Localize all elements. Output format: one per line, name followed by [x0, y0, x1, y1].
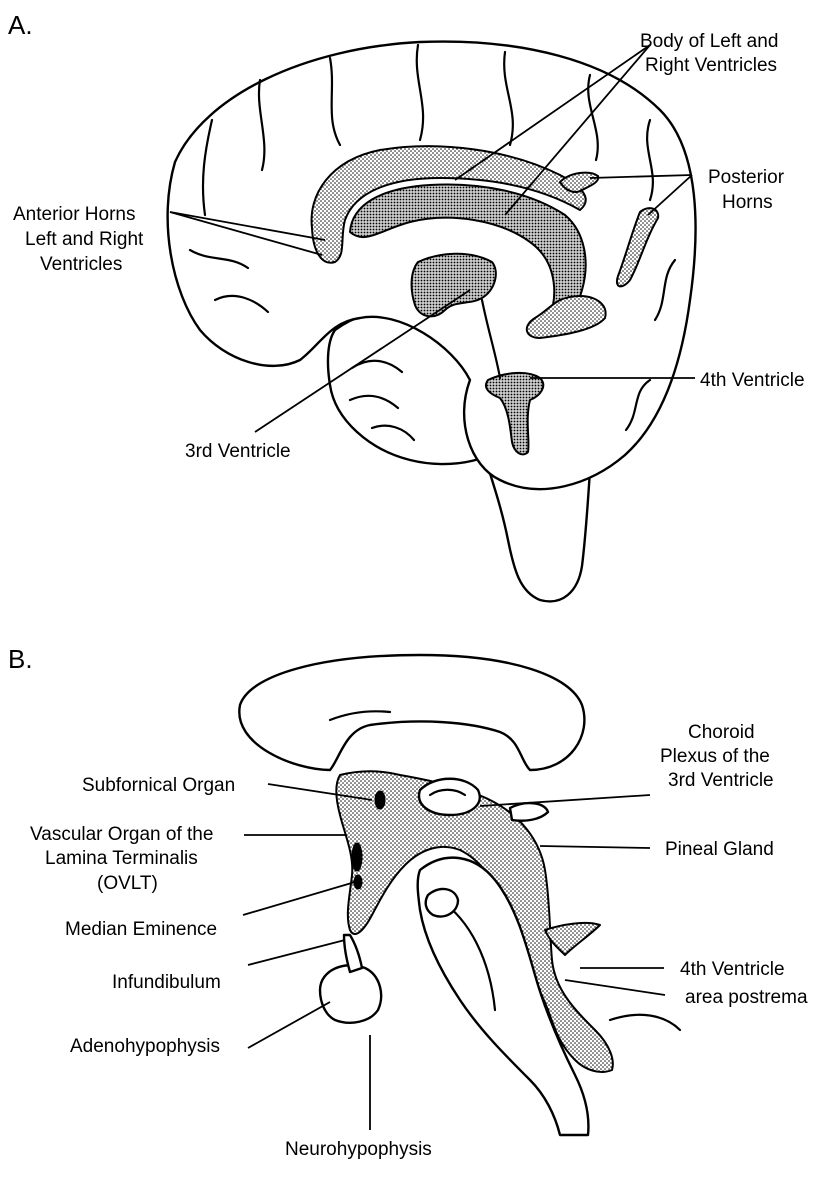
label-anterior-horns-3: Ventricles: [40, 254, 122, 275]
label-median-eminence: Median Eminence: [65, 919, 217, 940]
fourth-ventricle-b: [545, 923, 600, 955]
panel-b: B.: [8, 644, 808, 1160]
label-posterior-horns-2: Horns: [722, 192, 773, 213]
label-subfornical: Subfornical Organ: [82, 775, 235, 796]
label-choroid-2: Plexus of the: [660, 746, 770, 767]
label-choroid-3: 3rd Ventricle: [668, 770, 774, 791]
label-fourth-ventricle-a: 4th Ventricle: [700, 370, 805, 391]
label-body-ventricles-2: Right Ventricles: [645, 55, 777, 76]
label-anterior-horns-1: Anterior Horns: [13, 204, 136, 225]
pineal-shape: [510, 803, 548, 821]
subfornical-organ-shape: [375, 791, 385, 809]
label-ovlt-1: Vascular Organ of the: [30, 824, 213, 845]
label-adenohypophysis: Adenohypophysis: [70, 1036, 220, 1057]
adenohypophysis-shape: [320, 965, 381, 1023]
label-infundibulum: Infundibulum: [112, 972, 221, 993]
label-pineal: Pineal Gland: [665, 839, 774, 860]
label-area-postrema: area postrema: [685, 987, 808, 1008]
panel-a: A.: [8, 10, 805, 601]
panel-a-letter: A.: [8, 10, 33, 40]
label-third-ventricle-a: 3rd Ventricle: [185, 441, 291, 462]
label-anterior-horns-2: Left and Right: [25, 229, 144, 250]
ovlt-organ: [352, 843, 362, 871]
corpus-callosum: [239, 655, 584, 770]
label-choroid-1: Choroid: [688, 722, 755, 743]
label-fourth-ventricle-b: 4th Ventricle: [680, 959, 785, 980]
mammillary-body: [426, 889, 458, 917]
label-ovlt-2: Lamina Terminalis: [45, 848, 198, 869]
thalamus-bump: [419, 779, 480, 815]
panel-b-letter: B.: [8, 644, 33, 674]
label-posterior-horns-1: Posterior: [708, 167, 785, 188]
label-neurohypophysis: Neurohypophysis: [285, 1139, 432, 1160]
median-eminence-organ: [354, 875, 362, 889]
label-ovlt-3: (OVLT): [97, 873, 158, 894]
label-body-ventricles-1: Body of Left and: [640, 31, 778, 52]
